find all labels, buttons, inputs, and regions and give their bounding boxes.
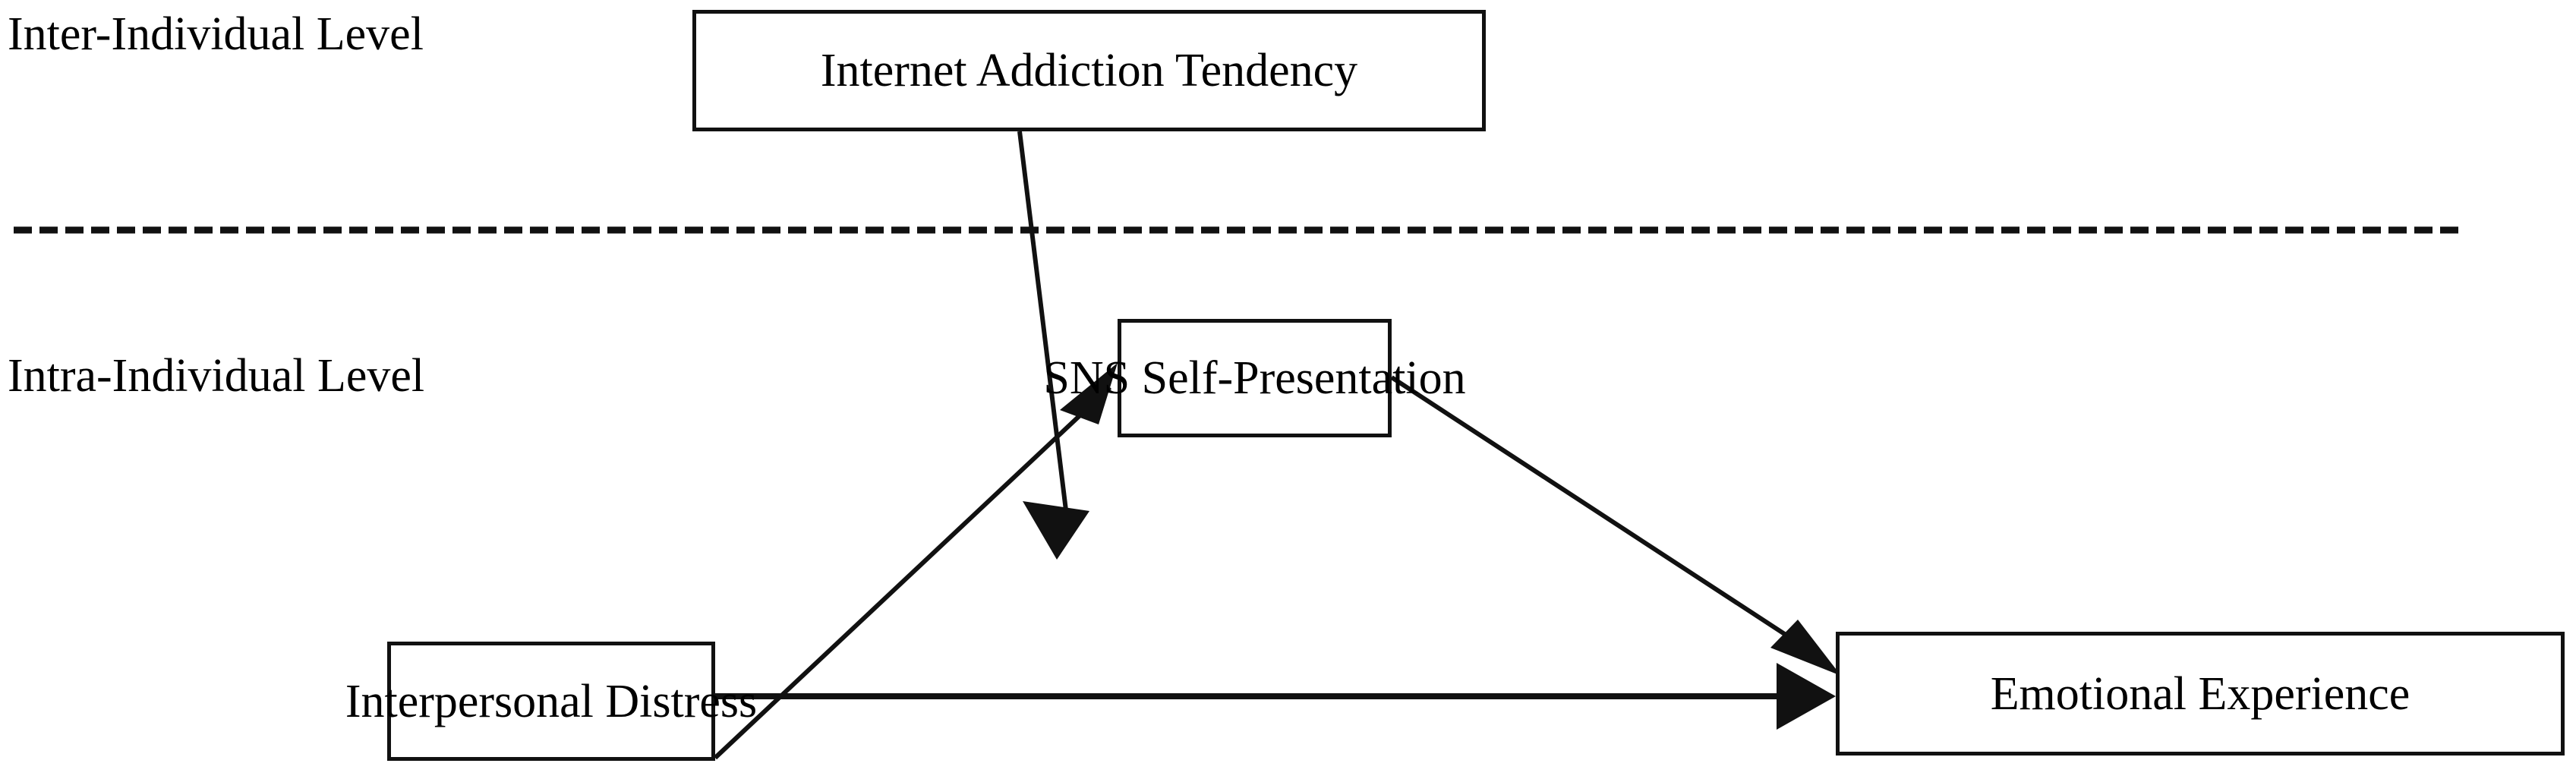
- edge-iat-moderation: [1017, 131, 1089, 560]
- edge-sns-to-emotion-arrowhead: [1770, 620, 1841, 676]
- level-label-inter-individual: Inter-Individual Level: [8, 8, 424, 60]
- edge-sns-to-emotion-line: [1390, 375, 1822, 660]
- edge-distress-to-emotion-arrowhead: [1777, 663, 1836, 730]
- node-interpersonal-distress[interactable]: Interpersonal Distress: [345, 642, 757, 761]
- level-label-intra-individual: Intra-Individual Level: [8, 350, 425, 402]
- edge-sns-to-emotion: [1390, 375, 1841, 676]
- edge-iat-moderation-line: [1017, 131, 1068, 511]
- node-label-internet-addiction-tendency: Internet Addiction Tendency: [820, 45, 1358, 96]
- edge-distress-to-sns-arrowhead: [1060, 363, 1118, 424]
- node-label-emotional-experience: Emotional Experience: [1990, 667, 2410, 720]
- node-label-interpersonal-distress: Interpersonal Distress: [345, 675, 758, 727]
- edge-iat-moderation-arrowhead: [1023, 501, 1089, 560]
- node-internet-addiction-tendency[interactable]: Internet Addiction Tendency: [692, 10, 1486, 131]
- node-sns-self-presentation[interactable]: SNS Self-Presentation: [1043, 319, 1466, 437]
- node-emotional-experience[interactable]: Emotional Experience: [1836, 632, 2565, 755]
- node-label-sns-self-presentation: SNS Self-Presentation: [1043, 352, 1466, 404]
- edge-distress-to-emotion: [715, 663, 1836, 730]
